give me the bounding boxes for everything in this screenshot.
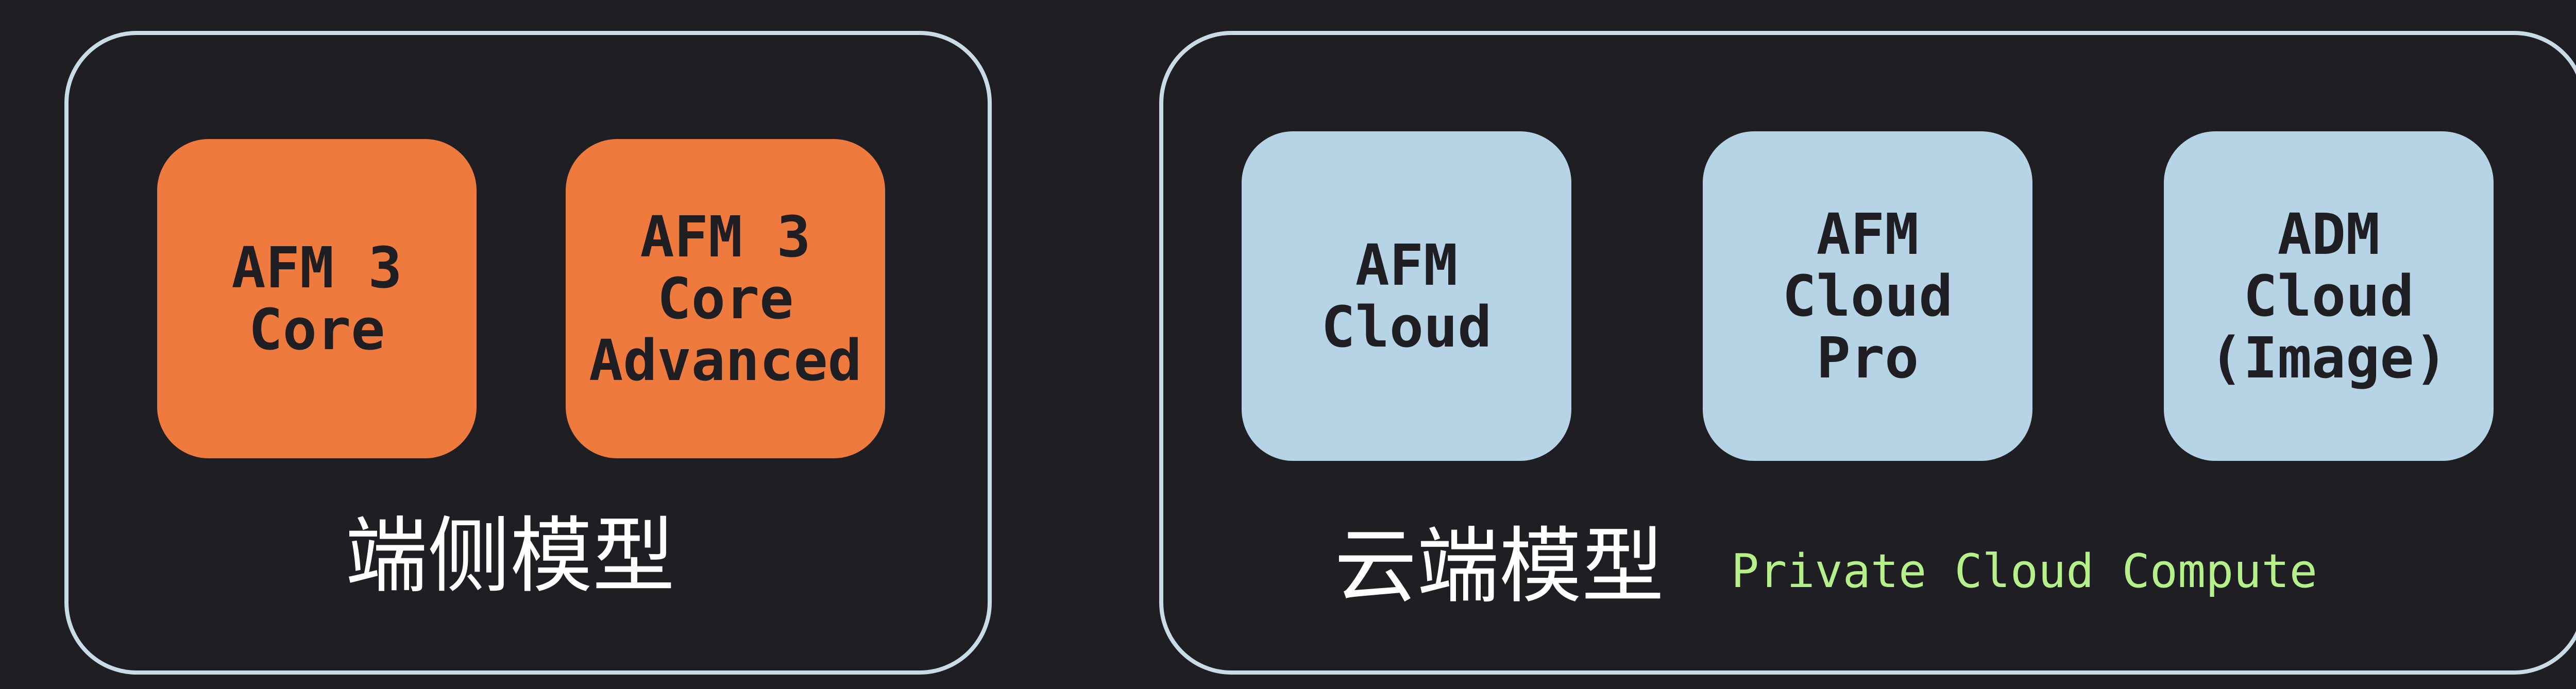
chip-adm-cloud-image: ADM Cloud (Image): [2164, 131, 2494, 461]
chip-afm-cloud-pro: AFM Cloud Pro: [1703, 131, 2032, 461]
chip-afm3-core-advanced: AFM 3 Core Advanced: [566, 139, 885, 458]
on-device-models-label: 端侧模型: [345, 508, 675, 604]
cloud-models-label: 云端模型: [1334, 518, 1665, 614]
chip-afm-cloud: AFM Cloud: [1242, 131, 1571, 461]
private-cloud-compute-label: Private Cloud Compute: [1731, 544, 2317, 598]
chip-afm3-core: AFM 3 Core: [157, 139, 477, 458]
